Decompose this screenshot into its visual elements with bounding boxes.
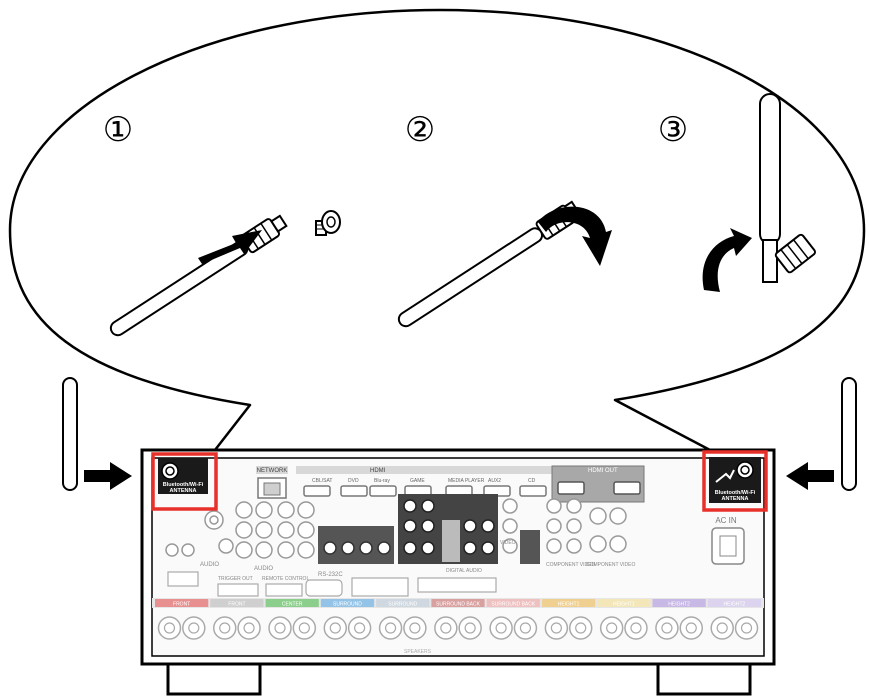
speaker-terminal-center (409, 622, 421, 634)
svg-text:ANTENNA: ANTENNA (722, 496, 749, 502)
speaker-terminal-center (354, 622, 366, 634)
speaker-terminal-center (519, 622, 532, 634)
right-foot (656, 662, 752, 696)
svg-text:③: ③ (658, 111, 688, 149)
svg-text:TRIGGER OUT: TRIGGER OUT (218, 576, 253, 582)
svg-text:COMPONENT VIDEO: COMPONENT VIDEO (546, 562, 595, 568)
right-antenna-terminal: Bluetooth/Wi-Fi ANTENNA (702, 450, 768, 512)
step-2-rotate-arrow-icon (538, 206, 612, 266)
svg-text:SPEAKERS: SPEAKERS (404, 649, 432, 655)
speech-bubble (8, 8, 866, 452)
ac-in-label: AC IN (715, 516, 737, 525)
step-2-number: ② (405, 111, 435, 149)
network-label: NETWORK (257, 468, 288, 474)
speaker-group-label: HEIGHT2 (668, 602, 690, 608)
speaker-group-label: HEIGHT1 (613, 602, 635, 608)
hdmi-ports (303, 485, 547, 497)
speaker-terminal-center (440, 622, 452, 634)
speaker-group-label: SURROUND (333, 602, 362, 608)
svg-text:VIDEO: VIDEO (500, 540, 516, 546)
svg-text:CD: CD (528, 478, 536, 484)
svg-text:RS-232C: RS-232C (318, 572, 343, 578)
speaker-terminal-center (188, 622, 200, 634)
step-3-raise-arrow-icon (702, 228, 752, 292)
hdmi-label: HDMI (370, 468, 386, 474)
speaker-terminal-center (163, 622, 176, 634)
hdmi-out-label: HDMI OUT (588, 468, 618, 474)
speaker-terminals (157, 616, 759, 640)
audio-video-jacks (165, 498, 627, 559)
svg-text:①: ① (103, 111, 133, 149)
speaker-group-label: HEIGHT1 (558, 602, 580, 608)
speaker-group-bar (265, 599, 319, 607)
left-antenna-terminal: Bluetooth/Wi-Fi ANTENNA (151, 452, 218, 511)
speaker-group-bar (210, 599, 264, 607)
speaker-group-bar (652, 599, 706, 607)
speaker-group-bar (155, 599, 209, 607)
svg-text:②: ② (405, 111, 435, 149)
left-foot (166, 662, 262, 696)
speaker-terminal-center (740, 622, 753, 634)
speaker-terminal-center (550, 622, 562, 634)
speaker-terminal-center (243, 622, 255, 634)
step-3-antenna (759, 93, 816, 283)
speaker-group-bar (597, 599, 651, 607)
step-1-connector (315, 210, 341, 236)
speaker-group-bar (486, 599, 540, 607)
speaker-group-bar (431, 599, 485, 607)
svg-text:REMOTE CONTROL: REMOTE CONTROL (262, 576, 309, 582)
svg-text:COMPONENT VIDEO: COMPONENT VIDEO (586, 562, 635, 568)
speaker-terminal-center (298, 622, 310, 634)
step-1-number: ① (103, 111, 133, 149)
speaker-group-bar (376, 599, 430, 607)
speaker-group-bar (707, 599, 761, 607)
svg-text:AUX2: AUX2 (488, 478, 501, 484)
step-3-number: ③ (658, 111, 688, 149)
svg-text:GAME: GAME (410, 478, 425, 484)
speaker-group-label: CENTER (282, 602, 303, 608)
svg-text:MEDIA PLAYER: MEDIA PLAYER (448, 478, 485, 484)
speaker-terminal-center (606, 622, 618, 634)
speaker-terminal-center (495, 622, 507, 634)
speaker-terminal-center (219, 622, 231, 634)
speaker-terminal-center (716, 622, 728, 634)
speaker-group-bars: FRONT FRONT CENTER SURROUND SURROUND SURROUND… (155, 599, 761, 608)
right-insert-arrow-icon (786, 462, 834, 490)
svg-text:DVD: DVD (348, 478, 359, 484)
svg-text:Bluetooth/Wi-Fi: Bluetooth/Wi-Fi (163, 482, 204, 488)
svg-text:ANTENNA: ANTENNA (170, 488, 197, 494)
svg-text:Blu-ray: Blu-ray (374, 478, 390, 484)
speaker-group-label: FRONT (173, 602, 190, 608)
step-1-arrow-icon (198, 230, 262, 264)
speaker-terminal-center (575, 622, 587, 634)
speaker-terminal-center (329, 622, 341, 634)
speaker-group-label: FRONT (228, 602, 245, 608)
svg-text:CBL/SAT: CBL/SAT (312, 478, 332, 484)
svg-text:DIGITAL AUDIO: DIGITAL AUDIO (446, 568, 482, 574)
speaker-group-label: SURROUND BACK (436, 602, 481, 608)
svg-text:Bluetooth/Wi-Fi: Bluetooth/Wi-Fi (715, 490, 756, 496)
svg-text:AUDIO: AUDIO (254, 566, 273, 572)
speaker-group-bar (541, 599, 596, 607)
left-insert-arrow-icon (84, 462, 132, 490)
speaker-terminal-center (661, 622, 673, 634)
speaker-group-label: HEIGHT2 (724, 602, 746, 608)
svg-text:AUDIO: AUDIO (200, 562, 219, 568)
speaker-terminal-center (274, 622, 286, 634)
speaker-group-bar (320, 599, 375, 607)
left-side-antenna-icon (62, 377, 78, 491)
speaker-group-label: SURROUND (388, 602, 417, 608)
speaker-terminal-center (384, 622, 397, 634)
av-receiver-rear-panel: NETWORK HDMI CBL/SAT DVD Blu-ray GAME ME… (140, 448, 776, 696)
speaker-group-label: SURROUND BACK (491, 602, 536, 608)
speaker-terminal-center (630, 622, 642, 634)
speaker-terminal-center (464, 622, 476, 634)
speaker-terminal-center (685, 622, 697, 634)
right-side-antenna-icon (841, 377, 857, 491)
